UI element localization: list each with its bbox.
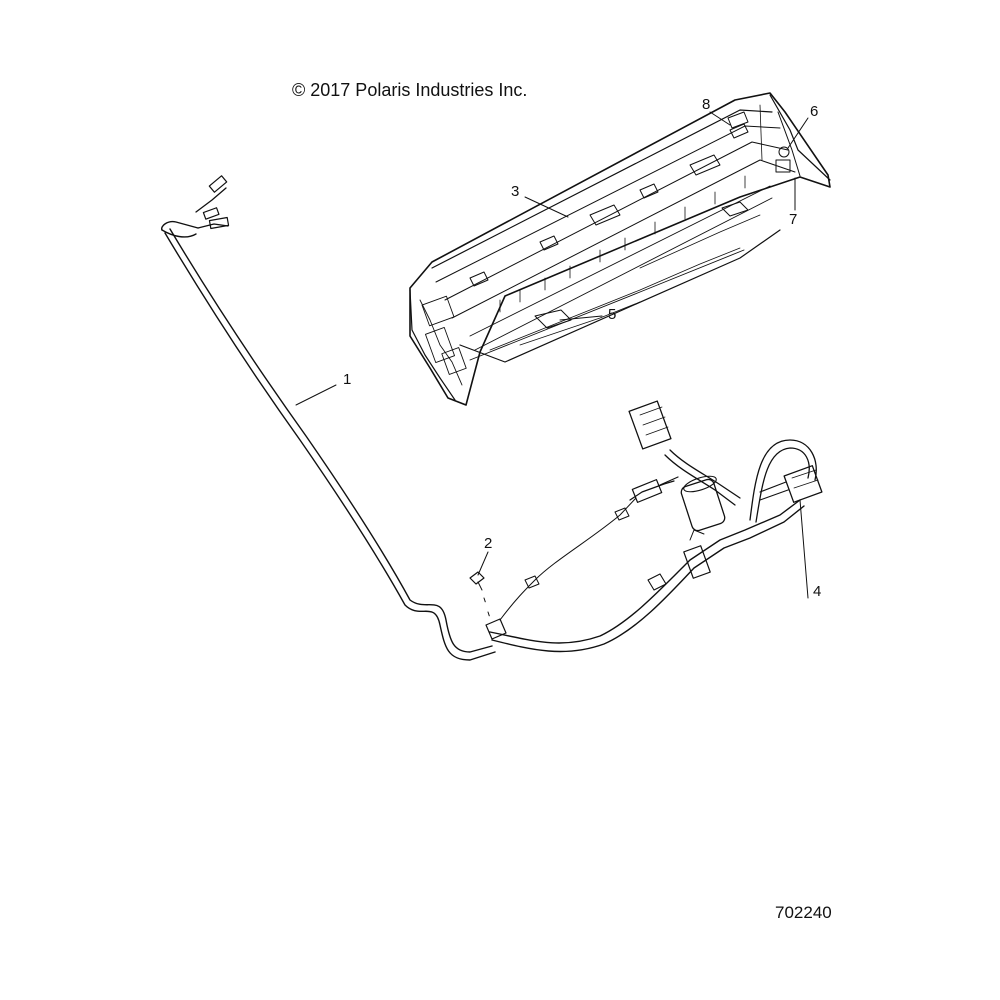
callout-5: 5 <box>608 306 617 323</box>
panel-assembly <box>409 92 831 406</box>
figure-number: 702240 <box>775 903 832 922</box>
callout-3: 3 <box>511 183 520 200</box>
callout-8: 8 <box>702 96 711 113</box>
harness-lead <box>161 175 496 661</box>
fastener <box>469 571 491 619</box>
callout-7: 7 <box>789 211 798 228</box>
harness-assembly <box>485 400 823 653</box>
callout-4: 4 <box>813 583 822 600</box>
copyright-notice: © 2017 Polaris Industries Inc. <box>292 80 528 100</box>
leader-lines <box>295 111 809 599</box>
callout-1: 1 <box>343 371 352 388</box>
callout-6: 6 <box>810 103 819 120</box>
callout-2: 2 <box>484 535 493 552</box>
